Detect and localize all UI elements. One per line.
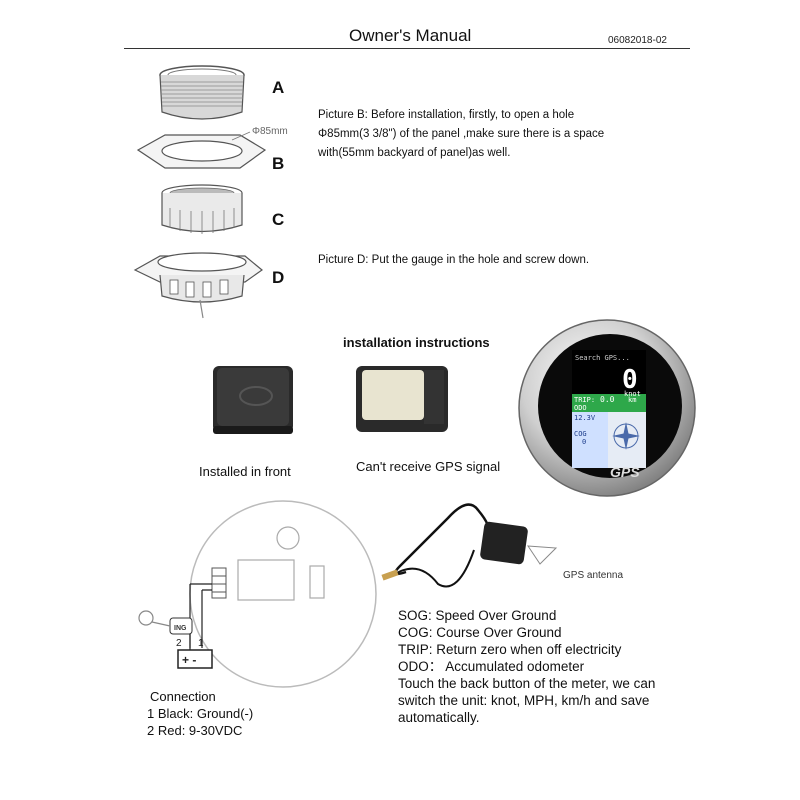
battery-polarity: + - <box>182 653 196 667</box>
part-label-c: C <box>272 210 285 229</box>
gauge-speed-value: 0 <box>622 365 638 395</box>
wire-number-1: 1 <box>198 638 204 649</box>
connection-line-red: 2 Red: 9-30VDC <box>147 723 243 738</box>
gauge-trip-unit: km <box>628 396 636 404</box>
wire-number-2: 2 <box>176 638 182 649</box>
glossary-line: ODO： Accumulated odometer <box>398 659 585 674</box>
part-label-a: A <box>272 78 285 97</box>
glossary-line: automatically. <box>398 710 480 725</box>
gauge-speed-unit: knot <box>624 390 641 398</box>
part-label-d: D <box>272 268 285 287</box>
gauge-volt-value: 12.3V <box>574 414 596 422</box>
picture-b-line: with(55mm backyard of panel)as well. <box>318 147 511 159</box>
connection-line-black: 1 Black: Ground(-) <box>147 706 254 721</box>
part-b-panel-plate <box>136 131 267 169</box>
picture-d-description: Picture D: Put the gauge in the hole and… <box>318 254 590 266</box>
glossary-line: COG: Course Over Ground <box>398 625 562 640</box>
installation-heading: installation instructions <box>343 335 490 350</box>
picture-b-line: Φ85mm(3 3/8") of the panel ,make sure th… <box>318 128 605 140</box>
no-signal-caption: Can't receive GPS signal <box>356 459 501 474</box>
gauge-trip-value: 0.0 <box>600 395 615 404</box>
ing-switch-label: ING <box>174 625 187 632</box>
document-code: 06082018-02 <box>608 35 667 46</box>
header-divider <box>124 48 690 49</box>
installed-front-caption: Installed in front <box>199 464 291 479</box>
glossary-line: SOG: Speed Over Ground <box>398 608 557 623</box>
gauge-cog-value: 0 <box>582 438 586 446</box>
part-c-nut <box>161 184 243 234</box>
glossary-line: TRIP: Return zero when off electricity <box>398 642 622 657</box>
picture-b-description: Picture B: Before installation, firstly,… <box>318 106 604 163</box>
hole-diameter-label: Φ85mm <box>252 126 288 137</box>
connection-title: Connection <box>150 689 216 704</box>
part-label-b: B <box>272 154 285 173</box>
picture-b-line: Picture B: Before installation, firstly,… <box>318 109 575 121</box>
gps-antenna-photo <box>381 503 558 588</box>
page-title: Owner's Manual <box>349 26 472 45</box>
glossary-line: Touch the back button of the meter, we c… <box>398 676 656 691</box>
part-a-housing <box>159 65 245 120</box>
antenna-front-photo <box>213 366 293 434</box>
gps-gauge-photo: Search GPS... 0 knot TRIP: 0.0 km ODO 12… <box>518 319 696 497</box>
antenna-back-photo <box>356 366 448 432</box>
gauge-brand-logo: GPS <box>610 464 640 480</box>
glossary-block: SOG: Speed Over Ground COG: Course Over … <box>398 607 655 726</box>
gauge-cog-label: COG <box>574 430 587 438</box>
glossary-line: switch the unit: knot, MPH, km/h and sav… <box>398 693 650 708</box>
wiring-diagram: ING 2 1 + - <box>138 500 377 688</box>
gps-antenna-label: GPS antenna <box>563 570 624 581</box>
gauge-odo-label: ODO <box>574 404 587 412</box>
gauge-search-text: Search GPS... <box>575 354 630 362</box>
part-d-mounted-gauge <box>133 252 263 319</box>
gauge-trip-label: TRIP: <box>574 396 595 404</box>
